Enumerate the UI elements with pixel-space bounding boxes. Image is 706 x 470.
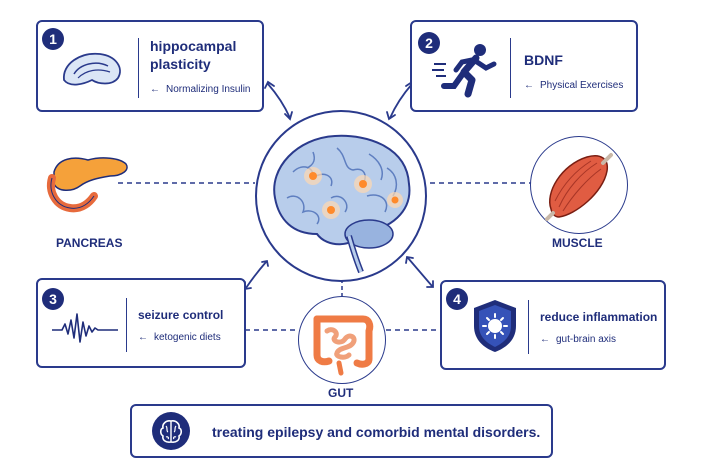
box2-arrow: ← (524, 80, 534, 91)
box-hippocampal-plasticity: 1 hippocampal plasticity ← Normalizing I… (36, 20, 264, 112)
number-badge-4: 4 (446, 288, 468, 310)
box3-title: seizure control (138, 308, 224, 322)
box3-arrow: ← (138, 332, 148, 343)
box-reduce-inflammation: 4 reduce inflammation ← gut-brain axis (440, 280, 666, 370)
muscle-label: MUSCLE (552, 236, 603, 250)
number-badge-3: 3 (42, 288, 64, 310)
brain-icon (152, 412, 190, 450)
divider (528, 300, 529, 354)
box-bdnf: 2 BDNF ← Physical Exercises (410, 20, 638, 112)
number-badge-2: 2 (418, 32, 440, 54)
box3-subtitle: ketogenic diets (154, 332, 221, 343)
divider (126, 298, 127, 352)
box-seizure-control: 3 seizure control ← ketogenic diets (36, 278, 246, 368)
hippocampus-icon (63, 52, 121, 86)
box1-title-line2: plasticity (150, 56, 211, 72)
box1-title-line1: hippocampal (150, 38, 237, 54)
pancreas-illustration (47, 157, 128, 213)
divider (138, 38, 139, 98)
brain-circle (255, 110, 427, 282)
box2-title: BDNF (524, 52, 563, 68)
box4-subtitle: gut-brain axis (556, 334, 617, 345)
box4-arrow: ← (540, 334, 550, 345)
gut-circle (298, 296, 386, 384)
box4-title: reduce inflammation (540, 310, 658, 324)
summary-text: treating epilepsy and comorbid mental di… (212, 424, 541, 440)
box1-arrow: ← (150, 84, 160, 95)
virus-shield-icon (474, 300, 516, 352)
eeg-wave-icon (52, 313, 118, 343)
muscle-illustration (545, 153, 613, 221)
pancreas-label: PANCREAS (56, 236, 123, 250)
number-badge-1: 1 (42, 28, 64, 50)
gut-illustration (313, 315, 374, 376)
running-person-icon (432, 44, 497, 98)
brain-illustration (273, 134, 411, 274)
muscle-circle (530, 136, 628, 234)
summary-box: treating epilepsy and comorbid mental di… (130, 404, 553, 458)
box2-subtitle: Physical Exercises (540, 80, 624, 91)
gut-label: GUT (328, 386, 354, 400)
box1-subtitle: Normalizing Insulin (166, 84, 251, 95)
divider (510, 38, 511, 98)
